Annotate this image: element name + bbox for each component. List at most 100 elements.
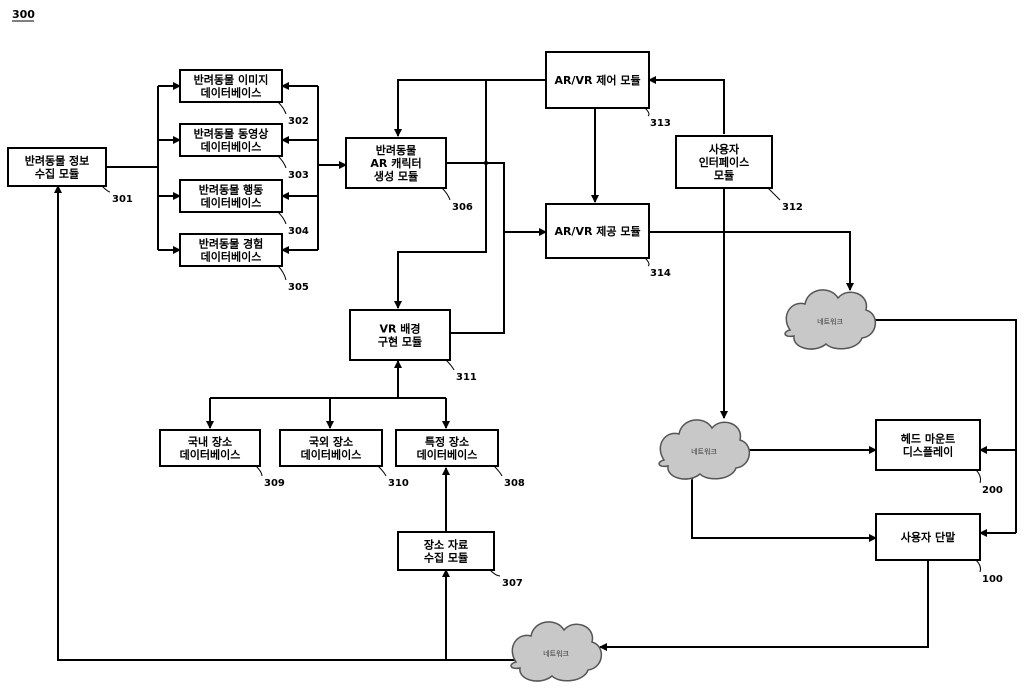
module-312-box	[675, 135, 773, 189]
network-cloud-1: 네트워크	[784, 289, 876, 350]
module-313: AR/VR 제어 모듈 313	[545, 51, 671, 129]
module-100-box	[875, 513, 981, 561]
network-clouds: 네트워크 네트워크 네트워크	[510, 289, 876, 682]
module-100-label: 사용자 단말	[901, 530, 955, 544]
module-301-leader-line	[101, 185, 111, 193]
module-309-label: 국내 장소	[188, 435, 232, 449]
module-200-label: 디스플레이	[903, 445, 954, 459]
module-310-label: 데이터베이스	[301, 448, 362, 462]
connectors	[54, 76, 1017, 661]
module-311-leader-line	[445, 359, 455, 371]
module-309-reference: 309	[264, 478, 285, 489]
module-303-leader-line	[277, 155, 287, 169]
module-306-label: 생성 모듈	[374, 169, 418, 183]
module-308-reference: 308	[504, 478, 525, 489]
connector-306-to-314	[446, 162, 505, 232]
module-303-reference: 303	[288, 170, 309, 181]
module-302-reference: 302	[288, 116, 309, 127]
module-308-leader-line	[493, 465, 503, 477]
module-306-label: AR 캐릭터	[370, 156, 421, 170]
junction-dot	[483, 160, 489, 166]
connector-311-to-314	[450, 232, 505, 334]
module-302-label: 반려동물 이미지	[194, 73, 269, 87]
module-304-box	[179, 179, 283, 213]
module-308-label: 데이터베이스	[417, 448, 478, 462]
module-310-label: 국외 장소	[309, 435, 353, 449]
module-310-leader-line	[377, 465, 387, 477]
module-311-box	[349, 309, 451, 361]
network-cloud-3-label: 네트워크	[543, 649, 569, 658]
module-306-leader-line	[441, 187, 451, 201]
module-312-leader-line	[767, 187, 781, 201]
module-200-box	[875, 419, 981, 471]
module-301-reference: 301	[112, 194, 133, 205]
module-311-reference: 311	[456, 372, 477, 383]
module-302-box	[179, 69, 283, 103]
module-304-label: 데이터베이스	[201, 196, 262, 210]
module-307-leader-line	[489, 569, 501, 577]
module-305-label: 반려동물 경험	[199, 237, 264, 251]
connector-313-to-311	[394, 80, 487, 309]
module-306-label: 반려동물	[376, 143, 416, 157]
module-307-box	[397, 531, 495, 571]
module-305-label: 데이터베이스	[201, 250, 262, 264]
module-308-label: 특정 장소	[425, 435, 469, 449]
connector-313-to-306	[394, 79, 546, 137]
module-305-reference: 305	[288, 282, 309, 293]
module-313-box	[545, 51, 650, 109]
connector-cloud1-to-devices	[870, 319, 1017, 533]
module-313-reference: 313	[650, 118, 671, 129]
module-303-label: 데이터베이스	[201, 140, 262, 154]
module-312-label: 인터페이스	[699, 155, 750, 169]
module-200-leader-line	[975, 469, 981, 484]
module-306-reference: 306	[452, 202, 473, 213]
module-304-reference: 304	[288, 226, 309, 237]
module-307-label: 장소 자료	[424, 538, 468, 552]
module-303-box	[179, 123, 283, 157]
module-309-box	[159, 429, 261, 467]
module-309-label: 데이터베이스	[180, 448, 241, 462]
module-305-box	[179, 233, 283, 267]
module-312-label: 모듈	[714, 169, 734, 182]
module-310-reference: 310	[388, 478, 409, 489]
module-301-box	[7, 147, 107, 187]
module-304-label: 반려동물 행동	[199, 183, 264, 197]
module-310-box	[279, 429, 383, 467]
module-200-label: 헤드 마운트	[901, 432, 955, 446]
module-307-reference: 307	[502, 578, 523, 589]
module-302-label: 데이터베이스	[201, 86, 262, 100]
module-312-label: 사용자	[709, 142, 740, 156]
module-100-leader-line	[975, 559, 981, 573]
connector-cloud2-100	[688, 473, 877, 542]
module-305-leader-line	[277, 265, 287, 281]
module-311-label: VR 배경	[379, 322, 420, 336]
module-100: 사용자 단말 100	[875, 513, 1003, 585]
module-100-reference: 100	[982, 574, 1003, 585]
module-303-label: 반려동물 동영상	[194, 127, 269, 141]
network-cloud-3: 네트워크	[510, 621, 602, 682]
figure-number: 300	[12, 8, 35, 21]
module-309-leader-line	[255, 465, 263, 477]
module-314-box	[545, 203, 650, 259]
module-301-label: 반려동물 정보	[25, 154, 90, 168]
module-313-label: AR/VR 제어 모듈	[554, 73, 640, 87]
module-307-label: 수집 모듈	[424, 551, 468, 565]
module-311-label: 구현 모듈	[378, 335, 422, 349]
module-301-label: 수집 모듈	[35, 167, 79, 181]
module-302-leader-line	[277, 101, 287, 115]
network-cloud-1-label: 네트워크	[817, 317, 843, 326]
